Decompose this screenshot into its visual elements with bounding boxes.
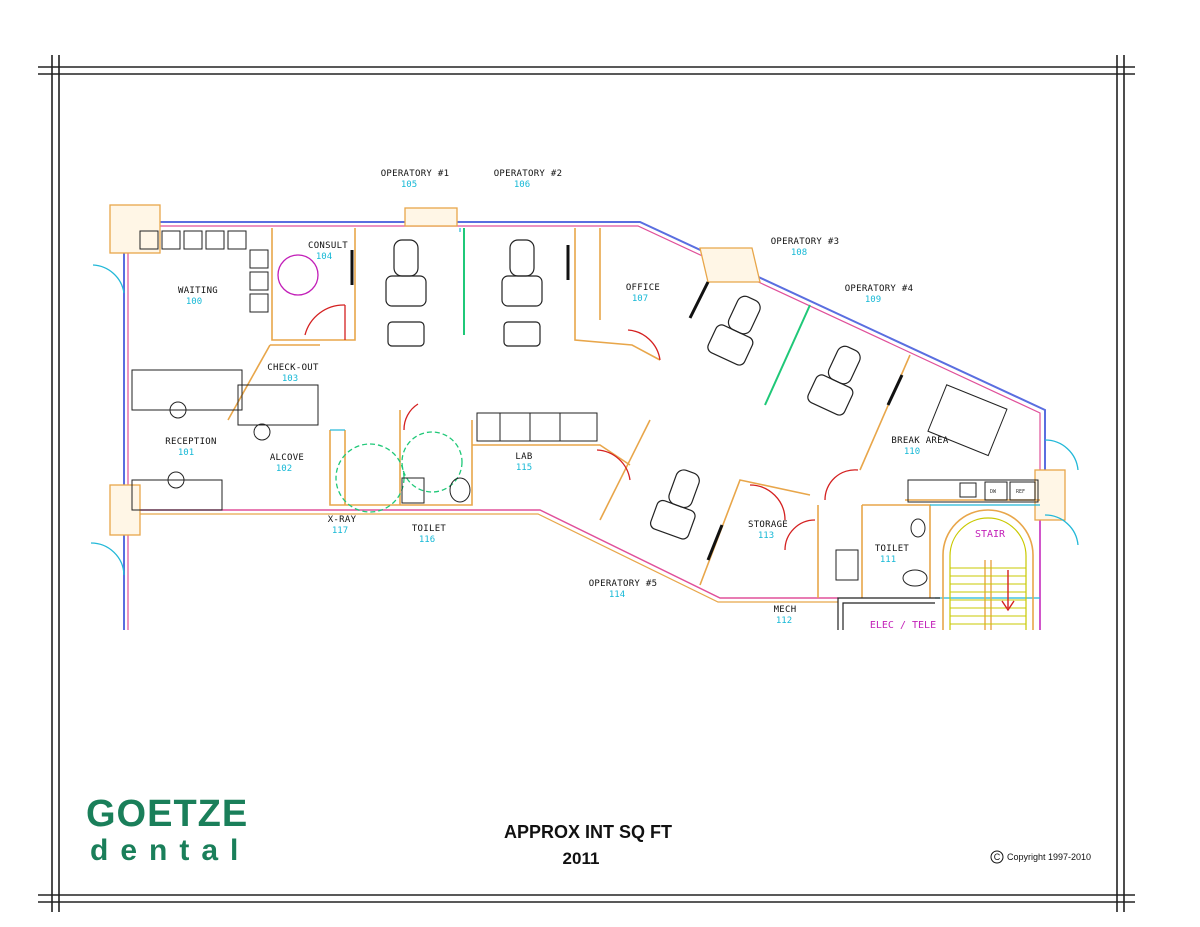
consult-table [277,254,319,296]
drawing-border [38,55,1135,912]
room-number-mech: 112 [776,616,792,626]
doors [90,264,1079,576]
waiting-chairs [139,230,269,313]
copyright-text: Copyright 1997-2010 [1007,852,1091,862]
lab-counter [476,412,598,442]
room-number-operatory-5: 114 [609,590,625,600]
room-number-operatory-3: 108 [791,248,807,258]
logo-line-2: dental [90,834,250,867]
copyright-notice: C Copyright 1997-2010 [990,850,1091,864]
company-logo: GOETZE dental [86,793,250,867]
room-number-operatory-2: 106 [514,180,530,190]
room-number-storage: 113 [758,531,774,541]
room-name-operatory-5: OPERATORY #5 [589,579,658,589]
window-bumps [109,204,1066,536]
room-name-operatory-2: OPERATORY #2 [494,169,563,179]
room-number-break-area: 110 [904,447,920,457]
room-name-consult: CONSULT [308,241,348,251]
room-name-reception: RECEPTION [165,437,216,447]
room-name-alcove: ALCOVE [270,453,304,463]
toilet-fixtures [401,477,928,587]
room-number-waiting: 100 [186,297,202,307]
copyright-symbol: C [994,852,1001,862]
room-name-x-ray: X-RAY [328,515,357,525]
dishwasher-label: DW [990,489,997,495]
room-number-toilet-111: 111 [880,555,896,565]
green-partitions [463,228,811,406]
room-number-operatory-1: 105 [401,180,417,190]
room-number-alcove: 102 [276,464,292,474]
room-name-waiting: WAITING [178,286,218,296]
partition-lines [330,228,1040,599]
kitchen-counter [907,479,1039,503]
room-name-operatory-4: OPERATORY #4 [845,284,914,294]
room-name-check-out: CHECK-OUT [267,363,319,373]
room-name-office: OFFICE [626,283,660,293]
room-number-office: 107 [632,294,648,304]
room-number-check-out: 103 [282,374,298,384]
room-name-operatory-1: OPERATORY #1 [381,169,450,179]
stair [942,509,1034,630]
refrigerator-label: REF [1016,489,1025,495]
xray-fixtures [335,431,463,513]
cabinets [350,245,904,561]
break-table [927,384,1008,457]
room-name-mech: MECH [774,605,797,615]
sqft-value: 2011 [563,849,600,868]
sqft-label: APPROX INT SQ FT [504,822,672,842]
desks [131,369,319,511]
room-number-toilet-116: 116 [419,535,435,545]
copyright-symbol-circle [990,850,1004,864]
stair-label: STAIR [975,529,1006,540]
room-name-storage: STORAGE [748,520,788,530]
room-name-break-area: BREAK AREA [891,436,948,446]
room-number-lab: 115 [516,463,532,473]
room-number-reception: 101 [178,448,194,458]
room-number-consult: 104 [316,252,332,262]
room-name-toilet-111: TOILET [875,544,910,554]
room-name-operatory-3: OPERATORY #3 [771,237,840,247]
room-labels: OPERATORY #1 105 OPERATORY #2 106 OPERAT… [165,169,948,626]
dental-chairs [385,239,861,540]
logo-line-1: GOETZE [86,793,248,835]
room-name-lab: LAB [515,452,532,462]
room-name-toilet-116: TOILET [412,524,447,534]
room-number-operatory-4: 109 [865,295,881,305]
elec-tele-label: ELEC / TELE [870,620,936,631]
elec-tele-room [837,597,940,630]
room-number-x-ray: 117 [332,526,348,536]
